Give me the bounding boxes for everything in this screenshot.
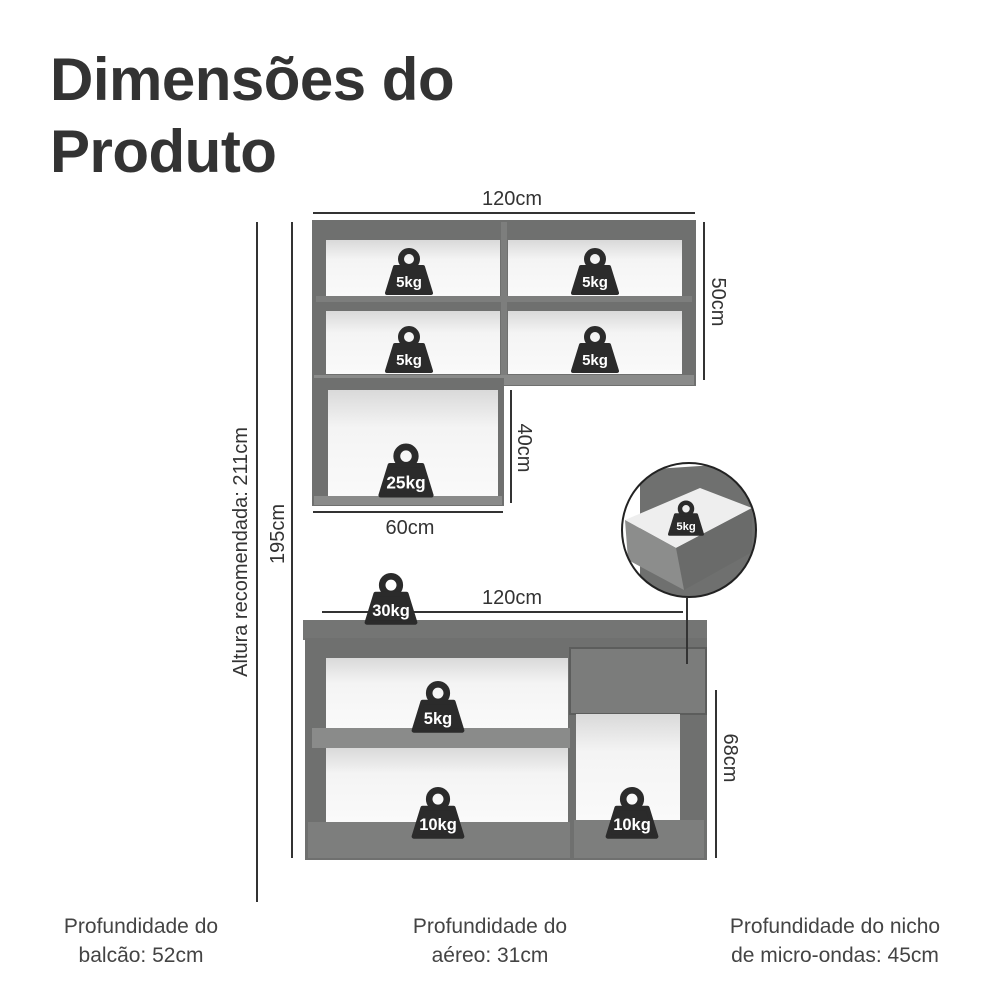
svg-text:30kg: 30kg	[372, 602, 410, 620]
svg-text:5kg: 5kg	[396, 274, 422, 291]
total-height-label: 195cm	[267, 504, 289, 564]
weight-icon-counter-bottom-left: 10kg	[414, 790, 462, 836]
upper-width-label: 120cm	[482, 188, 542, 210]
niche-height-label: 40cm	[513, 424, 535, 473]
page-title: Dimensões do Produto	[50, 44, 455, 188]
counter-height-label: 68cm	[719, 734, 741, 783]
caption-upper-depth: Profundidade do aéreo: 31cm	[412, 915, 568, 967]
svg-text:25kg: 25kg	[386, 472, 425, 492]
svg-text:5kg: 5kg	[676, 521, 696, 533]
recommended-height-label: Altura recomendada: 211cm	[230, 427, 252, 677]
title-line-1: Dimensões do	[50, 46, 455, 113]
svg-text:5kg: 5kg	[582, 274, 608, 291]
niche-width-label: 60cm	[386, 517, 435, 539]
svg-text:10kg: 10kg	[613, 816, 651, 834]
upper-height-label: 50cm	[707, 278, 729, 327]
caption-counter-depth: Profundidade do balcão: 52cm	[63, 915, 219, 967]
svg-text:5kg: 5kg	[424, 710, 452, 728]
svg-text:10kg: 10kg	[419, 816, 457, 834]
weight-icon-upper-top-left: 5kg	[387, 251, 431, 293]
counter-width-label: 120cm	[482, 587, 542, 609]
weight-icon-upper-top-right: 5kg	[573, 251, 617, 293]
caption-microwave-depth: Profundidade do nicho de micro-ondas: 45…	[729, 915, 941, 967]
dimension-lines	[256, 212, 717, 902]
weight-icon-drawer: 5kg	[670, 503, 703, 535]
weight-icon-counter-bottom-right: 10kg	[608, 790, 656, 836]
weight-icon-upper-niche: 25kg	[381, 447, 432, 495]
svg-text:5kg: 5kg	[396, 352, 422, 369]
svg-text:5kg: 5kg	[582, 352, 608, 369]
upper-cabinet	[312, 220, 696, 506]
weight-icon-counter-shelf: 5kg	[414, 684, 462, 730]
weight-icon-counter-top: 30kg	[367, 576, 415, 622]
weight-icon-upper-mid-left: 5kg	[387, 329, 431, 371]
title-line-2: Produto	[50, 118, 277, 185]
weight-icon-upper-mid-right: 5kg	[573, 329, 617, 371]
